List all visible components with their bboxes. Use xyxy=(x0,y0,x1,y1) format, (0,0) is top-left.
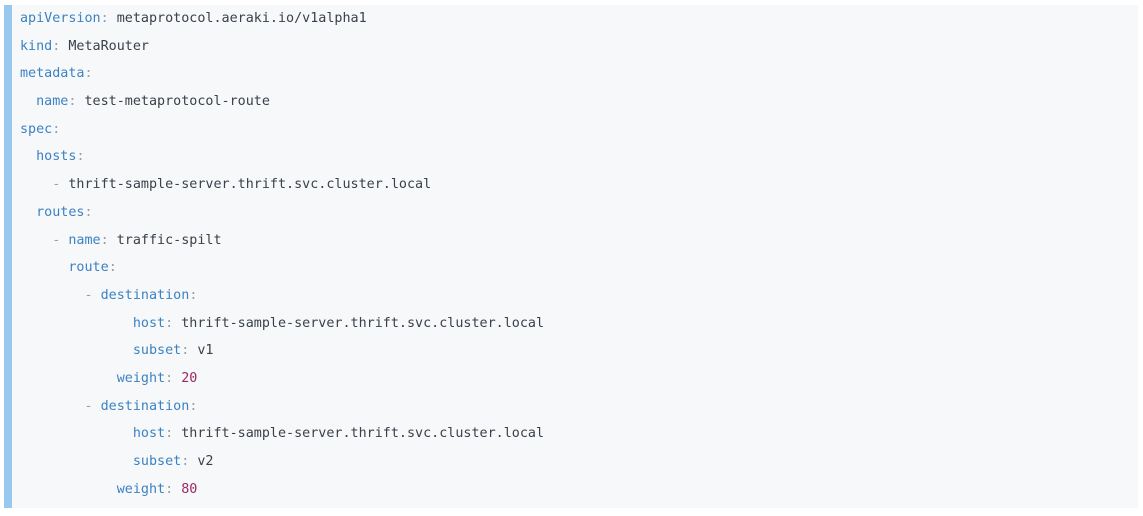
code-token-key: spec xyxy=(20,121,53,137)
code-token-num: 80 xyxy=(181,481,198,497)
code-token-val xyxy=(20,94,36,109)
code-token-val: test-metaprotocol-route xyxy=(76,94,270,110)
code-token-key: host xyxy=(132,315,166,331)
code-line: spec: xyxy=(20,116,1128,144)
code-token-val xyxy=(20,177,52,192)
code-line: weight: 80 xyxy=(20,476,1128,504)
code-token-val xyxy=(20,205,36,220)
code-token-val xyxy=(20,260,68,275)
code-token-val xyxy=(20,454,133,469)
code-token-punc: - xyxy=(52,177,69,193)
code-token-val xyxy=(20,288,85,303)
code-line: name: test-metaprotocol-route xyxy=(20,88,1128,116)
code-token-punc: - xyxy=(84,287,101,303)
code-token-key: weight xyxy=(116,370,166,386)
code-token-key: name xyxy=(36,94,69,110)
code-line: host: thrift-sample-server.thrift.svc.cl… xyxy=(20,420,1128,448)
code-content: apiVersion: metaprotocol.aeraki.io/v1alp… xyxy=(20,5,1128,503)
code-token-val: thrift-sample-server.thrift.svc.cluster.… xyxy=(68,177,432,193)
code-token-punc: : xyxy=(108,260,117,276)
code-token-val: thrift-sample-server.thrift.svc.cluster.… xyxy=(173,426,545,442)
code-token-key: route xyxy=(68,260,109,276)
code-token-punc: : xyxy=(189,398,198,414)
code-token-punc: : xyxy=(165,481,174,497)
code-token-val xyxy=(20,316,133,331)
code-line: kind: MetaRouter xyxy=(20,33,1128,61)
code-token-punc: : xyxy=(189,287,198,303)
code-token-punc: : xyxy=(52,38,61,54)
code-line: routes: xyxy=(20,199,1128,227)
code-token-punc: : xyxy=(84,66,93,82)
code-token-punc: : xyxy=(181,343,190,359)
code-token-val xyxy=(20,426,133,441)
code-line: host: thrift-sample-server.thrift.svc.cl… xyxy=(20,310,1128,338)
code-token-punc: : xyxy=(84,204,93,220)
code-token-key: destination xyxy=(100,398,190,414)
code-token-val: MetaRouter xyxy=(60,38,149,54)
code-token-punc: : xyxy=(76,149,85,165)
code-token-val: traffic-spilt xyxy=(108,232,222,248)
code-token-punc: : xyxy=(52,121,61,137)
code-line: subset: v2 xyxy=(20,448,1128,476)
code-token-val: v2 xyxy=(189,454,214,469)
code-line: - thrift-sample-server.thrift.svc.cluste… xyxy=(20,171,1128,199)
code-token-punc: : xyxy=(181,454,190,469)
code-token-key: subset xyxy=(132,343,182,359)
code-line: hosts: xyxy=(20,143,1128,171)
code-token-num: 20 xyxy=(181,370,198,386)
code-token-key: subset xyxy=(132,454,182,469)
code-token-val: v1 xyxy=(189,343,214,359)
code-token-val xyxy=(20,482,117,497)
code-token-val: thrift-sample-server.thrift.svc.cluster.… xyxy=(173,315,545,331)
code-token-punc: : xyxy=(165,426,174,442)
code-token-key: host xyxy=(132,426,166,442)
code-token-key: name xyxy=(68,232,101,248)
code-token-key: weight xyxy=(116,481,166,497)
code-token-key: destination xyxy=(100,287,190,303)
code-token-val xyxy=(20,343,133,358)
code-line: subset: v1 xyxy=(20,337,1128,365)
code-line: - name: traffic-spilt xyxy=(20,227,1128,255)
code-token-punc: : xyxy=(165,315,174,331)
code-line: metadata: xyxy=(20,60,1128,88)
code-token-punc: : xyxy=(68,94,77,110)
code-line: weight: 20 xyxy=(20,365,1128,393)
code-token-val xyxy=(20,233,52,248)
code-token-key: metadata xyxy=(20,66,85,82)
code-token-punc: : xyxy=(165,370,174,386)
code-token-key: routes xyxy=(36,204,85,220)
code-token-val: metaprotocol.aeraki.io/v1alpha1 xyxy=(108,11,367,26)
code-line: apiVersion: metaprotocol.aeraki.io/v1alp… xyxy=(20,5,1128,33)
code-token-punc: : xyxy=(100,11,109,26)
code-token-key: kind xyxy=(20,38,53,54)
code-line: - destination: xyxy=(20,282,1128,310)
yaml-code-block: apiVersion: metaprotocol.aeraki.io/v1alp… xyxy=(4,5,1138,508)
code-token-key: apiVersion xyxy=(20,11,101,26)
code-token-val xyxy=(20,399,85,414)
code-token-val xyxy=(20,149,36,164)
code-token-punc: - xyxy=(84,398,101,414)
code-token-punc: : xyxy=(100,232,109,248)
code-token-val xyxy=(20,371,117,386)
code-line: - destination: xyxy=(20,393,1128,421)
code-token-punc: - xyxy=(52,232,69,248)
code-token-key: hosts xyxy=(36,149,77,165)
code-line: route: xyxy=(20,254,1128,282)
